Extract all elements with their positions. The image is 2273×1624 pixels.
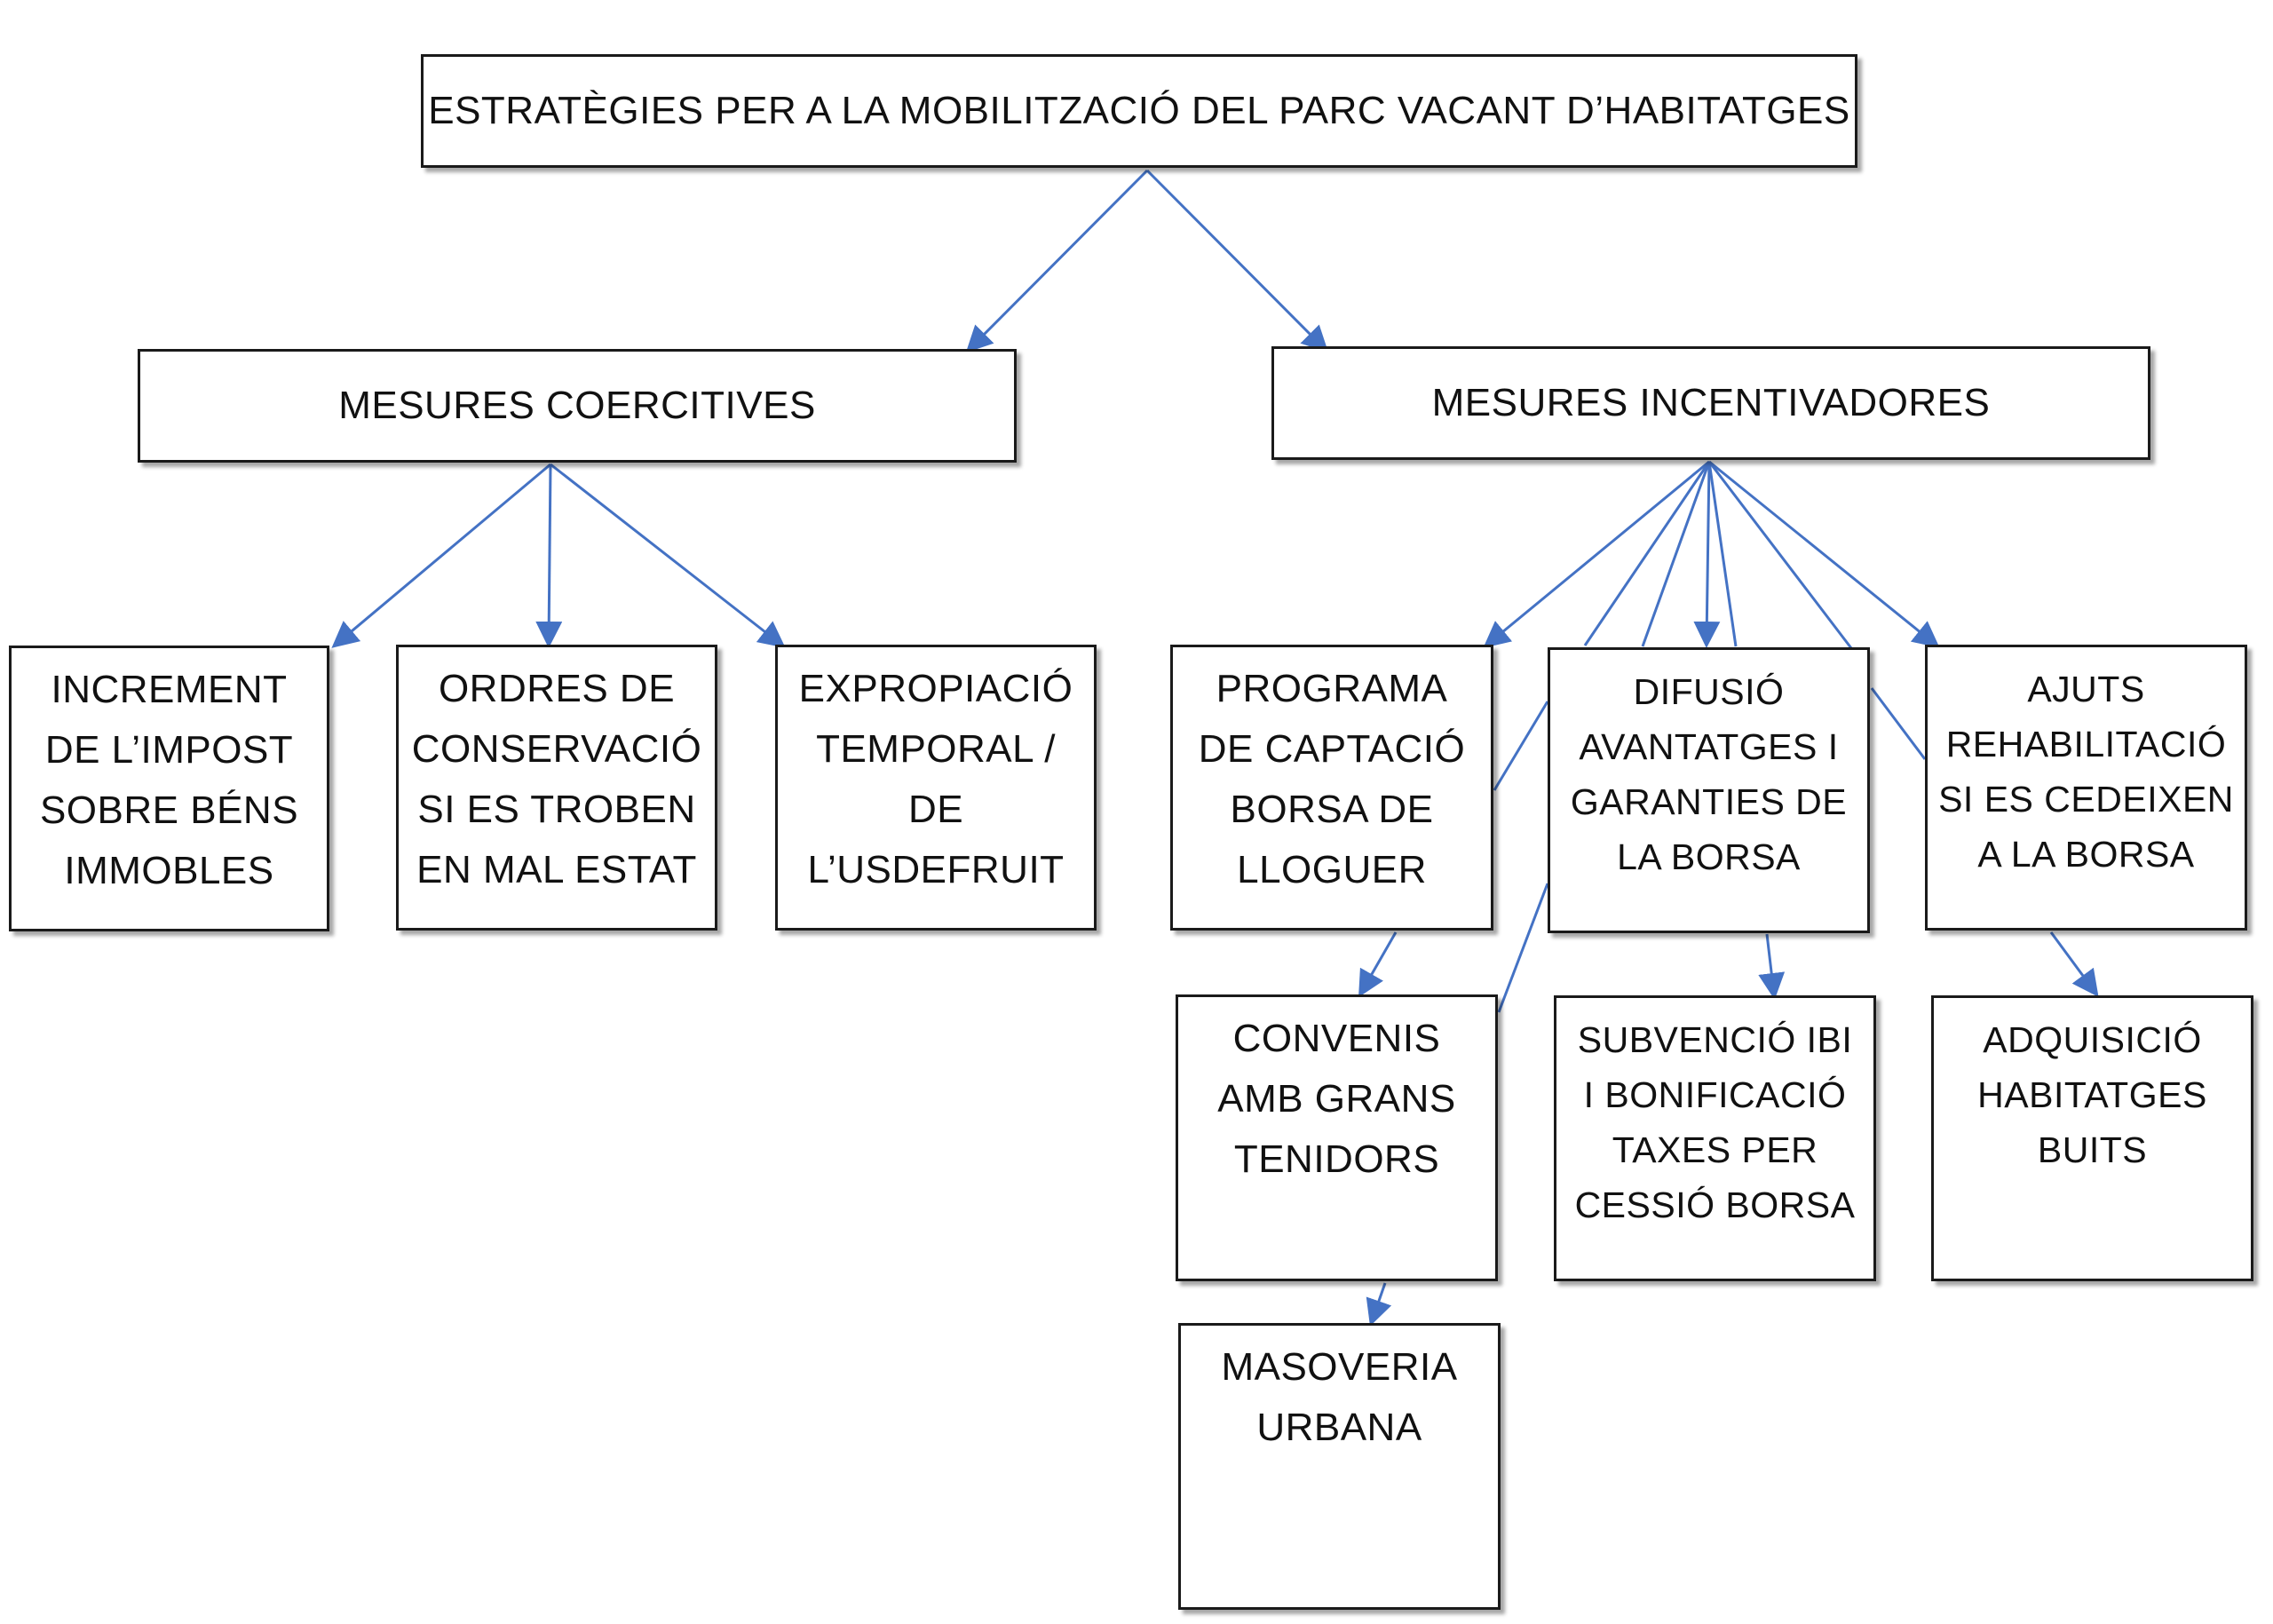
- incentive-subitem-large-holders: CONVENIS AMB GRANS TENIDORS: [1176, 994, 1498, 1281]
- connector-inc-rehab: [1708, 460, 1940, 648]
- item-line: LLOGUER: [1237, 848, 1427, 891]
- item-line: TEMPORAL /: [816, 727, 1056, 771]
- coercive-header-line: MESURES COERCITIVES: [338, 384, 816, 427]
- item-line: AJUTS: [2027, 669, 2145, 709]
- connector-inc-diffusion: [1693, 461, 1721, 648]
- item-line: A LA BORSA: [1977, 834, 2195, 875]
- item-line: SI ES TROBEN: [417, 788, 696, 831]
- coercive-item-expropriation: EXPROPIACIÓ TEMPORAL / DE L’USDEFRUIT: [775, 645, 1097, 931]
- item-line: DIFUSIÓ: [1633, 671, 1785, 712]
- incentive-header-line: MESURES INCENTIVADORES: [1431, 381, 1991, 424]
- coercive-item-conservation-orders: ORDRES DE CONSERVACIÓ SI ES TROBEN EN MA…: [396, 645, 717, 931]
- connector-coercive-orders: [535, 463, 563, 648]
- item-line: EN MAL ESTAT: [416, 848, 697, 891]
- root-line: ESTRATÈGIES PER A LA MOBILITZACIÓ DEL PA…: [428, 89, 1850, 132]
- root-box: ESTRATÈGIES PER A LA MOBILITZACIÓ DEL PA…: [421, 54, 1857, 168]
- connector-coercive-ibi: [331, 463, 551, 648]
- connector-inc-program: [1483, 460, 1710, 648]
- connector-program-side-ext: [1493, 701, 1549, 791]
- item-line: EXPROPIACIÓ: [798, 667, 1073, 710]
- item-line: DE: [907, 788, 964, 831]
- item-line: SUBVENCIÓ IBI: [1577, 1019, 1853, 1060]
- item-line: IMMOBLES: [64, 849, 274, 892]
- item-line: PROGRAMA: [1216, 667, 1448, 710]
- connector-convenis-maso: [1366, 1282, 1392, 1327]
- connector-root-incentive: [1145, 169, 1329, 353]
- item-line: HABITATGES: [1977, 1074, 2207, 1115]
- incentive-header-box: MESURES INCENTIVADORES: [1271, 346, 2150, 460]
- connector-inc-diffusion-right: [1707, 461, 1738, 647]
- item-line: ORDRES DE: [438, 667, 676, 710]
- item-line: GARANTIES DE: [1570, 781, 1848, 822]
- connector-diffusion-subv: [1758, 933, 1786, 1000]
- item-line: CONVENIS: [1232, 1017, 1441, 1060]
- item-line: BUITS: [2037, 1129, 2148, 1170]
- coercive-header-box: MESURES COERCITIVES: [138, 349, 1017, 463]
- incentive-item-diffusion: DIFUSIÓ AVANTATGES I GARANTIES DE LA BOR…: [1548, 647, 1870, 933]
- item-line: URBANA: [1256, 1406, 1422, 1449]
- connector-inc-to-program-side: [1583, 461, 1711, 646]
- item-line: MASOVERIA: [1221, 1345, 1458, 1389]
- connector-coercive-expr: [550, 463, 786, 648]
- item-line: DE CAPTACIÓ: [1198, 727, 1466, 771]
- incentive-subitem-ibi-subsidy: SUBVENCIÓ IBI I BONIFICACIÓ TAXES PER CE…: [1554, 995, 1876, 1281]
- incentive-subitem-urban-masoveria: MASOVERIA URBANA: [1178, 1323, 1501, 1610]
- connector-convenis-side-ext: [1497, 883, 1549, 1013]
- connector-program-convenis: [1358, 931, 1398, 998]
- item-line: LA BORSA: [1617, 836, 1801, 877]
- item-line: AMB GRANS: [1217, 1077, 1456, 1121]
- connector-rehab-side-ext: [1870, 687, 1927, 760]
- item-line: DE L’IMPOST: [44, 728, 294, 772]
- incentive-item-rehab-aid: AJUTS REHABILITACIÓ SI ES CEDEIXEN A LA …: [1925, 645, 2247, 931]
- incentive-subitem-acquisition: ADQUISICIÓ HABITATGES BUITS: [1931, 995, 2253, 1281]
- incentive-item-capture-program: PROGRAMA DE CAPTACIÓ BORSA DE LLOGUER: [1170, 645, 1493, 931]
- item-line: L’USDEFRUIT: [807, 848, 1065, 891]
- item-line: I BONIFICACIÓ: [1583, 1074, 1847, 1115]
- item-line: TENIDORS: [1233, 1137, 1440, 1181]
- item-line: AVANTATGES I: [1579, 726, 1839, 767]
- item-line: SI ES CEDEIXEN: [1938, 779, 2234, 820]
- coercive-item-ibi-increase: INCREMENT DE L’IMPOST SOBRE BÉNS IMMOBLE…: [9, 646, 329, 931]
- connector-root-coercive: [965, 169, 1149, 353]
- item-line: BORSA DE: [1230, 788, 1434, 831]
- item-line: INCREMENT: [51, 668, 288, 711]
- item-line: REHABILITACIÓ: [1945, 724, 2227, 764]
- item-line: ADQUISICIÓ: [1983, 1019, 2202, 1060]
- connector-inc-to-convenis-side: [1641, 461, 1711, 647]
- item-line: CONSERVACIÓ: [411, 727, 702, 771]
- connector-rehab-adq: [2049, 931, 2099, 997]
- item-line: TAXES PER: [1612, 1129, 1818, 1170]
- item-line: SOBRE BÉNS: [39, 788, 299, 832]
- item-line: CESSIÓ BORSA: [1574, 1184, 1856, 1225]
- connector-inc-rehab-left: [1707, 461, 1853, 649]
